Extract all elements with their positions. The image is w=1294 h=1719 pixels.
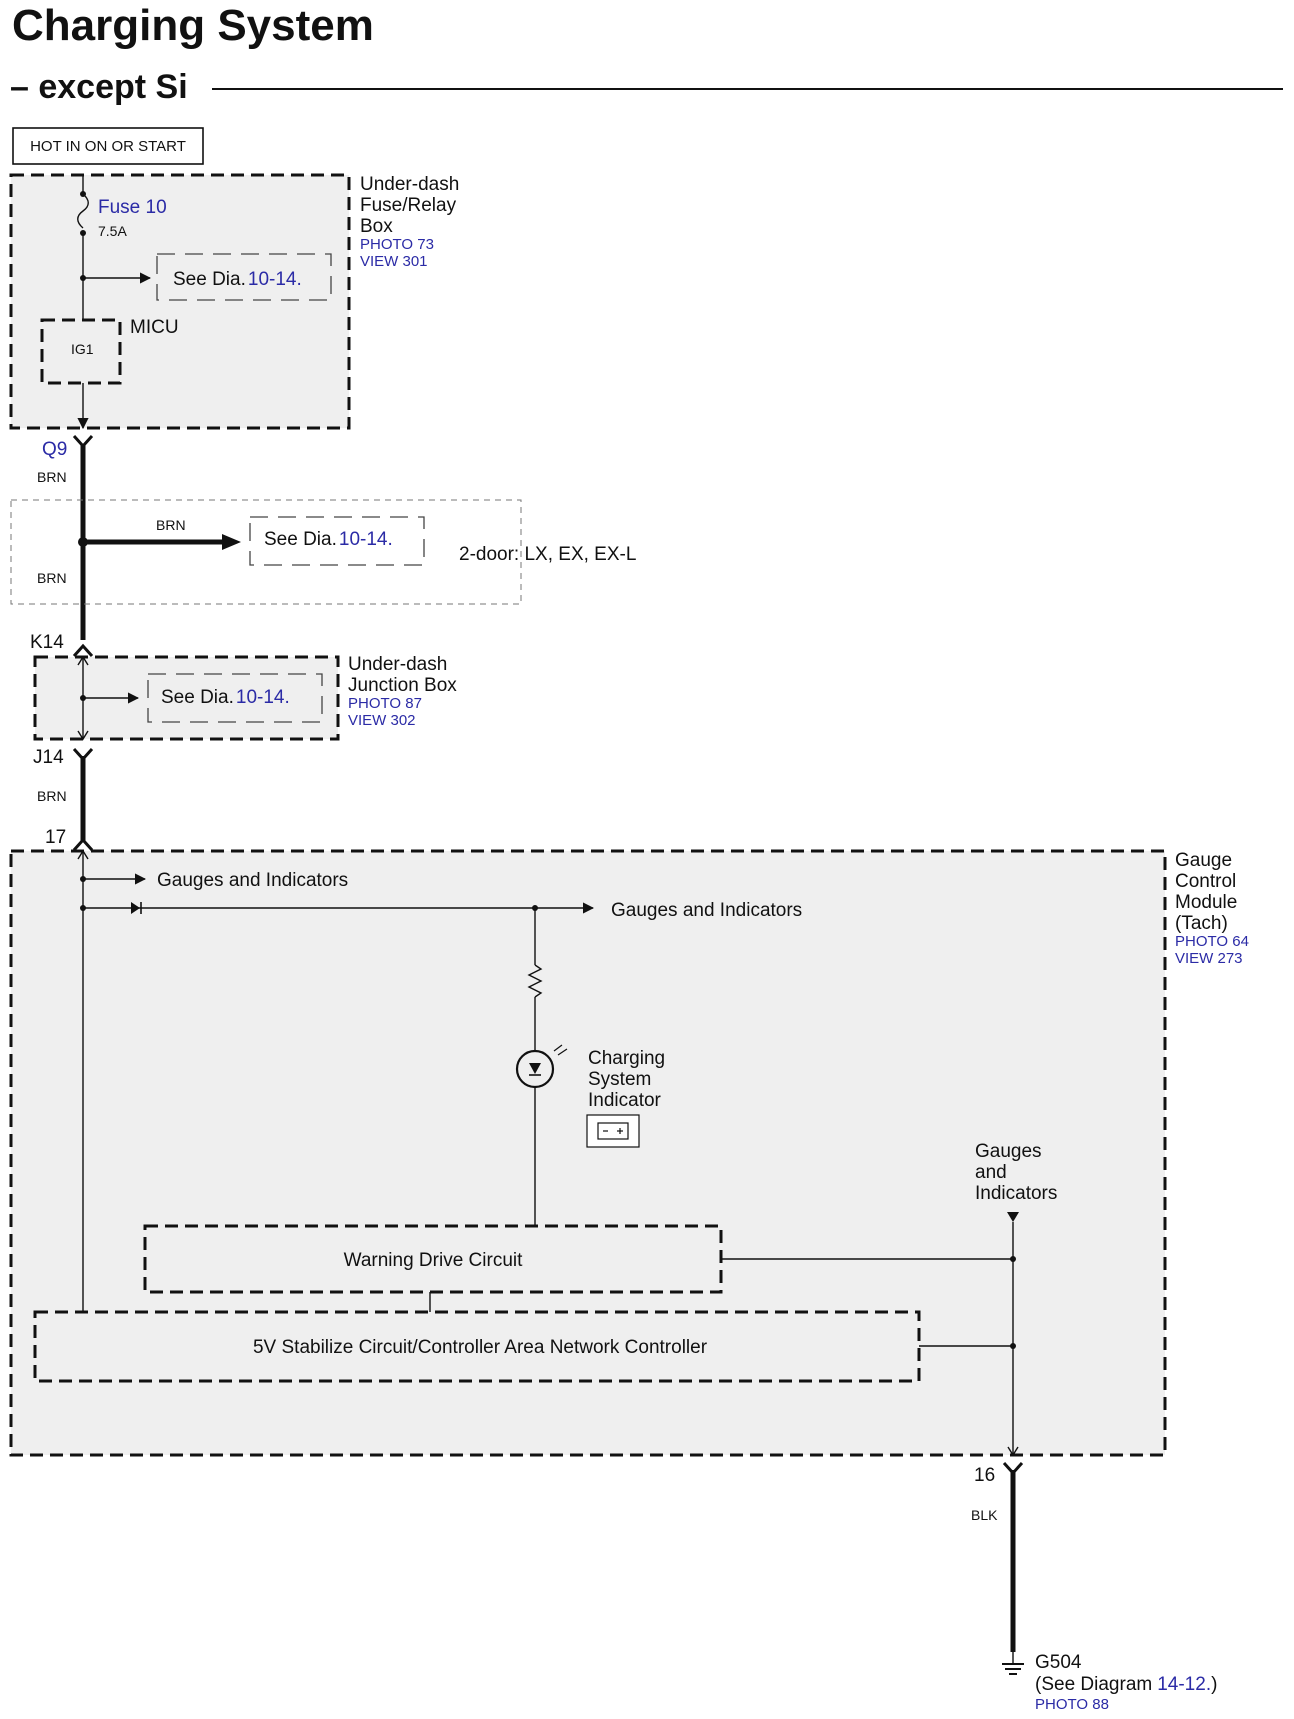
gauges-label-3-line-2: and <box>975 1162 1007 1183</box>
stabilize-circuit-label: 5V Stabilize Circuit/Controller Area Net… <box>253 1337 708 1358</box>
connector-17-symbol <box>72 837 94 852</box>
indicator-label-line-3: Indicator <box>588 1090 662 1111</box>
gauge-photo[interactable]: PHOTO 64 <box>1175 933 1249 950</box>
ground-name: G504 <box>1035 1652 1082 1673</box>
connector-k14: K14 <box>30 632 64 653</box>
diode-symbol <box>131 902 140 914</box>
ig1-label: IG1 <box>71 341 94 357</box>
gauges-label-3-line-3: Indicators <box>975 1183 1057 1204</box>
fuse-box-photo[interactable]: PHOTO 73 <box>360 236 434 253</box>
two-door-option-box: BRN See Dia.10-14. 2-door: LX, EX, EX-L … <box>10 499 636 605</box>
stabilize-circuit-box <box>33 1310 921 1383</box>
connector-q9[interactable]: Q9 <box>42 439 67 460</box>
connector-16: 16 <box>974 1465 995 1486</box>
junction-see-text: See Dia.10-14. <box>161 687 290 708</box>
junction-name-line-1: Under-dash <box>348 654 447 675</box>
fuse-box-name-line-1: Under-dash <box>360 174 459 195</box>
option-see-box <box>249 516 425 566</box>
gauge-control-module: Gauge Control Module (Tach) PHOTO 64 VIE… <box>9 849 1249 1457</box>
indicator-label-line-2: System <box>588 1069 651 1090</box>
wire-brn-1: BRN <box>37 469 67 485</box>
fuse-symbol <box>77 193 89 229</box>
page-subtitle: – except Si <box>10 68 188 106</box>
light-emit-icon <box>553 1044 568 1056</box>
junction-see-ref[interactable]: 10-14. <box>236 687 290 708</box>
fuse-box-see-text: See Dia.10-14. <box>173 269 302 290</box>
connector-j14: J14 <box>33 747 64 768</box>
resistor-symbol <box>527 964 543 998</box>
warning-drive-circuit-label: Warning Drive Circuit <box>344 1250 523 1271</box>
fuse-box-see-ref[interactable]: 10-14. <box>248 269 302 290</box>
gauges-3-arrow <box>1007 1212 1019 1222</box>
micu-box <box>40 318 122 385</box>
option-see-text: See Dia.10-14. <box>264 529 393 550</box>
junction-box: See Dia.10-14. Under-dash Junction Box P… <box>33 654 457 741</box>
fuse-relay-box: Under-dash Fuse/Relay Box PHOTO 73 VIEW … <box>9 173 459 430</box>
connector-k14-symbol <box>72 643 94 658</box>
fuse-box-view[interactable]: VIEW 301 <box>360 253 428 270</box>
junction-photo[interactable]: PHOTO 87 <box>348 695 422 712</box>
ground-photo[interactable]: PHOTO 88 <box>1035 1696 1109 1713</box>
indicator-label-line-1: Charging <box>588 1048 665 1069</box>
wire-brn-4: BRN <box>37 788 67 804</box>
junction-see-box <box>147 673 323 723</box>
fuse-box-name-line-2: Fuse/Relay <box>360 195 457 216</box>
junction-view[interactable]: VIEW 302 <box>348 712 416 729</box>
micu-label: MICU <box>130 317 179 338</box>
fuse-name[interactable]: Fuse 10 <box>98 197 167 218</box>
gauge-name-line-1: Gauge <box>1175 850 1232 871</box>
gauge-name-line-2: Control <box>1175 871 1236 892</box>
fuse-box-name-line-3: Box <box>360 216 393 237</box>
option-variant-label: 2-door: LX, EX, EX-L <box>459 544 636 565</box>
junction-name-line-2: Junction Box <box>348 675 457 696</box>
wire-blk: BLK <box>971 1507 998 1523</box>
connector-17: 17 <box>45 827 66 848</box>
fuse-rating: 7.5A <box>98 223 127 239</box>
fuse-box-see-box <box>156 253 332 301</box>
option-see-ref[interactable]: 10-14. <box>339 529 393 550</box>
gauges-label-3-line-1: Gauges <box>975 1141 1042 1162</box>
page-title: Charging System <box>12 1 374 50</box>
gauges-label-1: Gauges and Indicators <box>157 870 348 891</box>
battery-icon <box>586 1114 640 1148</box>
gauges-label-2: Gauges and Indicators <box>611 900 802 921</box>
power-label-box <box>12 127 204 165</box>
wire-brn-3: BRN <box>37 570 67 586</box>
ground-see-ref[interactable]: 14-12. <box>1157 1674 1211 1695</box>
option-arrow <box>222 534 241 550</box>
power-label: HOT IN ON OR START <box>30 138 186 155</box>
wire-brn-2: BRN <box>156 517 186 533</box>
gauge-name-line-3: Module <box>1175 892 1237 913</box>
gauge-view[interactable]: VIEW 273 <box>1175 950 1243 967</box>
gauge-name-line-4: (Tach) <box>1175 913 1228 934</box>
